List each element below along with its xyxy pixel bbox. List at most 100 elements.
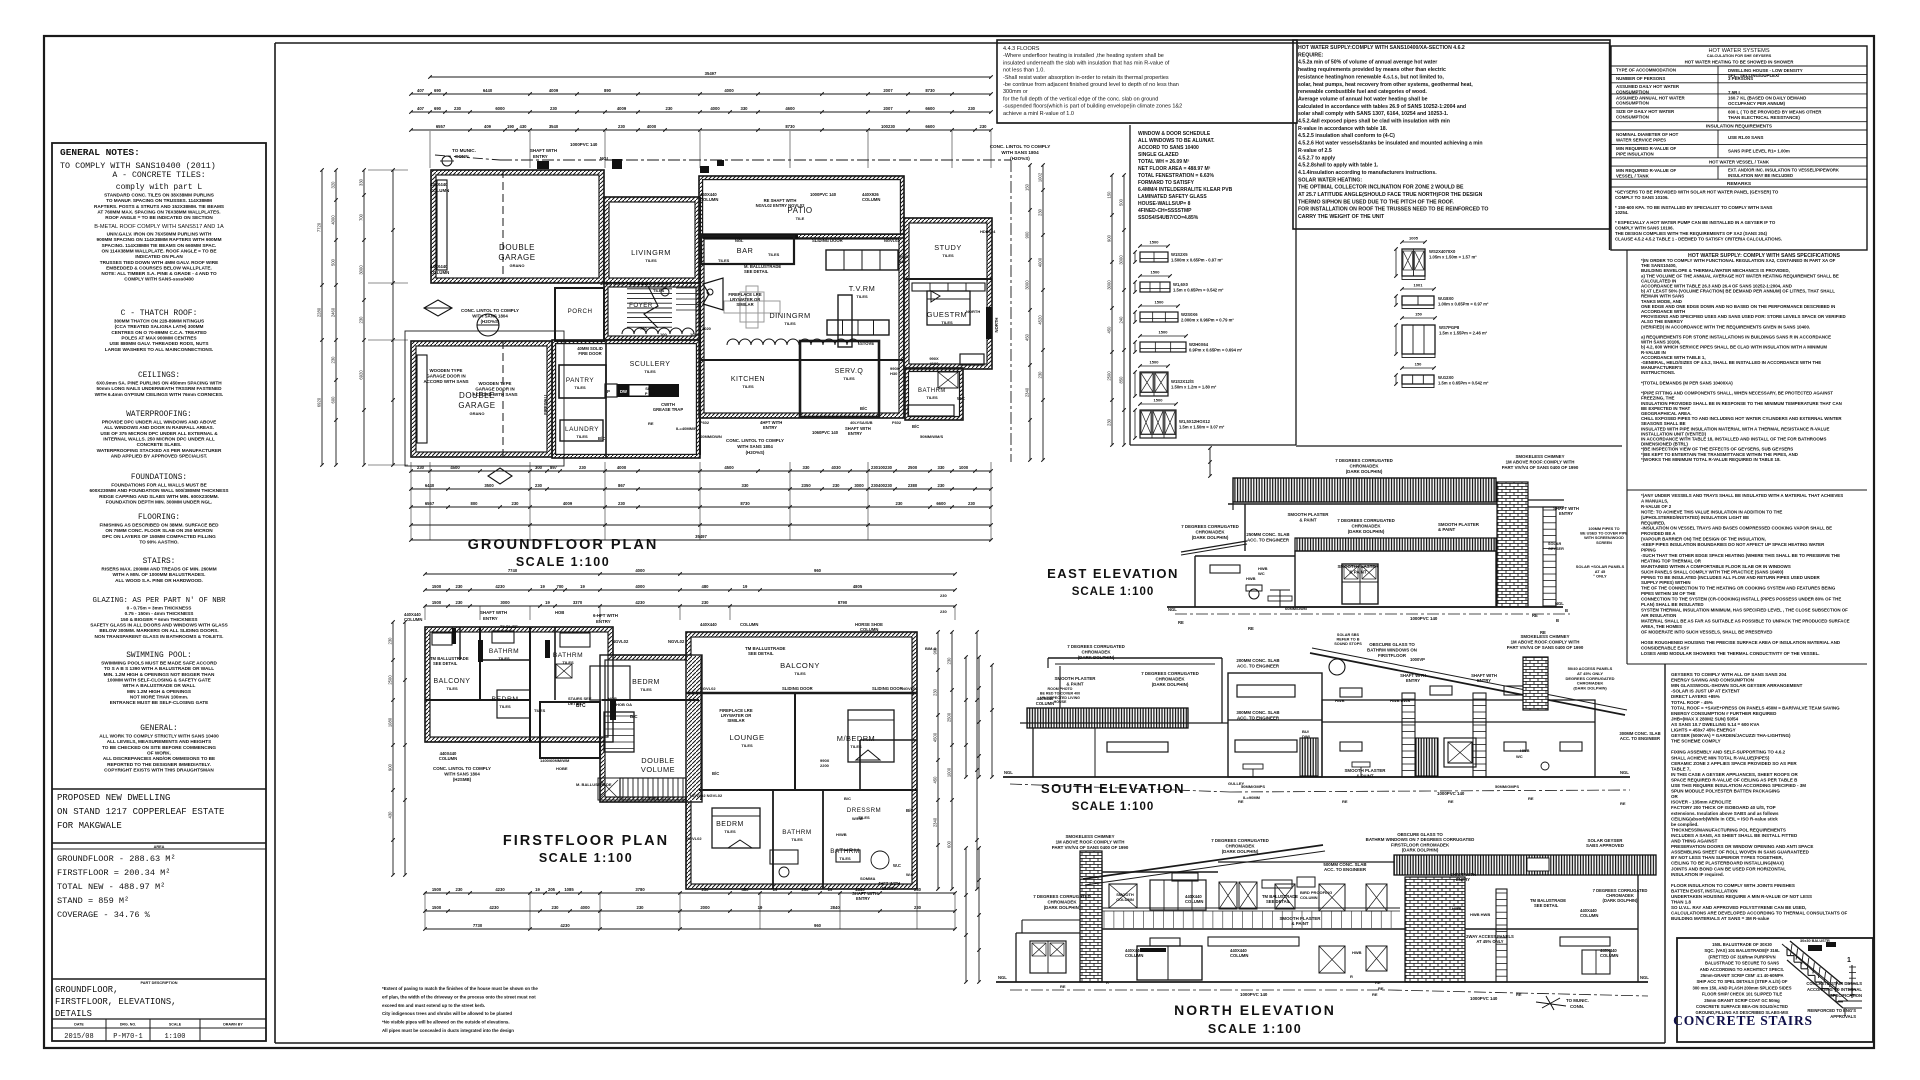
svg-text:GEYSER (500KVA) = GARDEN/JACUZ: GEYSER (500KVA) = GARDEN/JACUZZI THA-LIG… xyxy=(1671,733,1791,738)
svg-text:ENTRY: ENTRY xyxy=(1406,678,1420,683)
svg-text:RE: RE xyxy=(1516,992,1522,997)
svg-text:W.C: W.C xyxy=(957,396,965,401)
svg-text:TO BE CHECKED ON SITE BEFORE C: TO BE CHECKED ON SITE BEFORE COMMENCING xyxy=(102,745,216,750)
svg-text:SCALE 1:100: SCALE 1:100 xyxy=(539,851,633,865)
svg-text:W1,5X12HOX12: W1,5X12HOX12 xyxy=(1179,419,1211,424)
svg-text:ALL WOOD S.A. PINE OR HARDWOOD: ALL WOOD S.A. PINE OR HARDWOOD. xyxy=(115,578,203,583)
svg-text:(CCA TREATED SALIGNA LATH) 300: (CCA TREATED SALIGNA LATH) 300MM xyxy=(115,324,204,329)
svg-text:800: 800 xyxy=(471,501,479,506)
svg-text:330: 330 xyxy=(742,483,750,488)
svg-text:FIRSTFLOOR PLAN: FIRSTFLOOR PLAN xyxy=(503,833,669,849)
svg-text:NGVL02 NGVL02: NGVL02 NGVL02 xyxy=(690,793,723,798)
svg-text:4.5.2.5 insulation shall confo: 4.5.2.5 insulation shall conform to (4-C… xyxy=(1298,133,1395,139)
svg-text:WOODEN TYPE: WOODEN TYPE xyxy=(479,381,512,386)
svg-text:INSTRUCTIONS.: INSTRUCTIONS. xyxy=(1641,370,1675,375)
svg-text:TILES: TILES xyxy=(534,708,546,713)
svg-text:NGL: NGL xyxy=(1620,770,1629,775)
svg-text:407: 407 xyxy=(417,88,425,93)
svg-text:100MM WITH SELF-CLOSING & SAFE: 100MM WITH SELF-CLOSING & SAFETY GATE xyxy=(107,677,210,682)
svg-text:W1S2X5: W1S2X5 xyxy=(1171,252,1188,257)
svg-text:ACCORDING TO INTERNAL: ACCORDING TO INTERNAL xyxy=(1807,987,1862,992)
svg-text:440X440: 440X440 xyxy=(1185,894,1202,899)
svg-text:NOTE: ALL TIMBER S.A. PINE &: NOTE: ALL TIMBER S.A. PINE & GRADE - 4 A… xyxy=(101,271,217,276)
svg-text:TOTAL ROOF = +SAVE+PRESS ON PA: TOTAL ROOF = +SAVE+PRESS ON PANELS 450M … xyxy=(1671,705,1840,710)
svg-text:INDICATED ON PLAN: INDICATED ON PLAN xyxy=(135,254,183,259)
svg-text:B: B xyxy=(1556,618,1559,623)
svg-text:1002: 1002 xyxy=(1038,172,1043,182)
svg-text:CONCRETE SLABS.: CONCRETE SLABS. xyxy=(137,442,182,447)
svg-text:solar, heat pumps, heat recove: solar, heat pumps, heat recovery from ot… xyxy=(1298,82,1473,88)
svg-text:440X440: 440X440 xyxy=(404,612,421,617)
svg-text:3 PERSONS: 3 PERSONS xyxy=(1728,76,1753,81)
svg-text:440X440: 440X440 xyxy=(1125,948,1142,953)
svg-text:B/C: B/C xyxy=(906,808,914,813)
svg-text:ASSUMED DAILY HOT WATER: ASSUMED DAILY HOT WATER xyxy=(1616,84,1680,89)
svg-text:b) AT LEAST 50% (VOLUME FRACTI: b) AT LEAST 50% (VOLUME FRACTION) BE DEM… xyxy=(1641,289,1835,294)
svg-text:INCLUDES A SANS, AS SHEET SHAL: INCLUDES A SANS, AS SHEET SHALL BE INSTA… xyxy=(1671,833,1798,838)
svg-text:TILES: TILES xyxy=(724,829,736,834)
svg-text:230: 230 xyxy=(702,887,710,892)
svg-text:160.7 KL (BASED ON DAILY DEMAN: 160.7 KL (BASED ON DAILY DEMAND xyxy=(1728,96,1806,101)
svg-text:REFER TO B: REFER TO B xyxy=(1337,638,1360,642)
svg-text:ACCORDANCE WITH TABLE 26.3 AND: ACCORDANCE WITH TABLE 26.3 AND 26.4 OF S… xyxy=(1641,284,1792,289)
svg-text:CHILL EXPOSED PIPES TO AND INC: CHILL EXPOSED PIPES TO AND INCLUDING HOT… xyxy=(1641,416,1842,421)
svg-text:TILES: TILES xyxy=(498,656,510,661)
svg-text:PATIO: PATIO xyxy=(787,206,812,215)
svg-text:6X0.9mm SA. PINE PURLINS ON 45: 6X0.9mm SA. PINE PURLINS ON 450mm SPACIN… xyxy=(96,381,222,386)
svg-text:(DARK DOLPHIN): (DARK DOLPHIN) xyxy=(1222,849,1259,854)
svg-text:35497: 35497 xyxy=(695,534,707,539)
svg-text:4000: 4000 xyxy=(580,905,590,910)
svg-text:230: 230 xyxy=(456,887,464,892)
svg-text:-SOLAR IS JUST UP AT EXTENT: -SOLAR IS JUST UP AT EXTENT xyxy=(1671,689,1740,694)
svg-text:50MM/GMPS: 50MM/GMPS xyxy=(1495,784,1519,789)
svg-text:890: 890 xyxy=(604,88,612,93)
svg-text:GULLEY: GULLEY xyxy=(1228,781,1245,786)
svg-text:SHAFT WITH: SHAFT WITH xyxy=(852,891,878,896)
svg-text:2500: 2500 xyxy=(947,712,952,722)
svg-text:WC: WC xyxy=(1258,571,1265,576)
svg-text:NGL: NGL xyxy=(1004,770,1013,775)
svg-text:MIN 1.2M HIGH & OPENINGS: MIN 1.2M HIGH & OPENINGS xyxy=(127,689,191,694)
svg-text:3500: 3500 xyxy=(484,483,494,488)
svg-text:TILES: TILES xyxy=(843,376,855,381)
svg-text:BAR: BAR xyxy=(737,246,754,255)
svg-text:FOR MAKGWALE: FOR MAKGWALE xyxy=(57,821,122,831)
svg-text:OF WORK.: OF WORK. xyxy=(147,750,171,755)
svg-text:PIPING TO BE INSULATED (INCLUD: PIPING TO BE INSULATED (INCLUDES ALL FLO… xyxy=(1641,575,1821,580)
svg-text:7 DEGREES CORRUGATED: 7 DEGREES CORRUGATED xyxy=(1337,518,1395,523)
svg-text:FORMARD TO SATISFY: FORMARD TO SATISFY xyxy=(1138,180,1195,186)
svg-text:PORCH: PORCH xyxy=(568,308,593,315)
svg-text:990X: 990X xyxy=(890,366,900,371)
svg-text:ISOVER - 135mm AEROLITE: ISOVER - 135mm AEROLITE xyxy=(1671,800,1731,805)
svg-text:FIRSTFLOOR = 200.34 M²: FIRSTFLOOR = 200.34 M² xyxy=(57,868,170,878)
svg-text:HOT WATER SYSTEMS: HOT WATER SYSTEMS xyxy=(1708,48,1769,54)
svg-text:TM BALUSTRADE: TM BALUSTRADE xyxy=(1262,894,1298,899)
svg-text:150 & BIGGER = 6mm THICKNESS: 150 & BIGGER = 6mm THICKNESS xyxy=(121,617,198,622)
svg-text:TILES: TILES xyxy=(640,687,652,692)
svg-text:ACC. TO ENGINEER: ACC. TO ENGINEER xyxy=(1237,663,1280,668)
svg-text:230: 230 xyxy=(666,106,674,111)
svg-text:4100: 4100 xyxy=(930,361,940,366)
svg-text:PIPING: PIPING xyxy=(1641,548,1656,553)
svg-text:GEOGRAPHICAL AREA.: GEOGRAPHICAL AREA. xyxy=(1641,411,1692,416)
svg-text:230: 230 xyxy=(618,501,626,506)
svg-text:4000: 4000 xyxy=(724,88,734,93)
svg-text:3000: 3000 xyxy=(359,265,364,275)
svg-text:WS7PGP8: WS7PGP8 xyxy=(1439,325,1460,330)
svg-text:SINGLE GLAZED: SINGLE GLAZED xyxy=(1138,152,1179,158)
svg-text:2500: 2500 xyxy=(908,465,918,470)
svg-text:LRYWATER OR: LRYWATER OR xyxy=(730,297,760,302)
svg-text:B/C: B/C xyxy=(912,424,919,429)
svg-text:ACC. TO ENGINEER: ACC. TO ENGINEER xyxy=(1324,867,1367,872)
svg-text:AND THING AGAINST: AND THING AGAINST xyxy=(1671,839,1718,844)
svg-text:B: B xyxy=(1565,608,1568,613)
svg-text:FIRSTFLOOR, ELEVATIONS,: FIRSTFLOOR, ELEVATIONS, xyxy=(55,997,176,1007)
svg-text:990X: 990X xyxy=(899,254,909,259)
svg-text:1000PVC 140: 1000PVC 140 xyxy=(570,142,598,147)
svg-text:300MM THATCH ON 228-89MM NTING: 300MM THATCH ON 228-89MM NTINGUS xyxy=(114,319,204,324)
svg-text:FACTORY 200 THICK OF ISOBOARD: FACTORY 200 THICK OF ISOBOARD 40 U/S, TO… xyxy=(1671,805,1776,810)
svg-text:PIPE INSULATION: PIPE INSULATION xyxy=(1616,151,1654,156)
svg-text:AIR INSULATION: AIR INSULATION xyxy=(1641,613,1676,618)
svg-text:8790: 8790 xyxy=(838,600,848,605)
svg-text:230: 230 xyxy=(552,905,560,910)
